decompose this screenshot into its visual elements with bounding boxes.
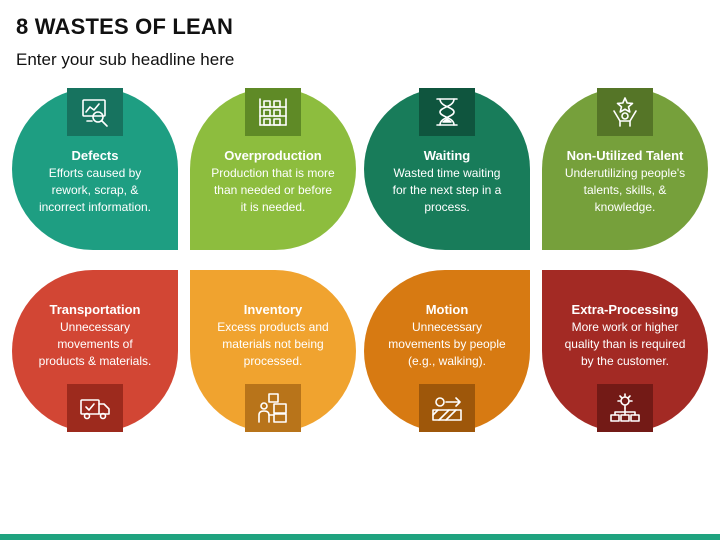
card-description: Underutilizing people's talents, skills,… <box>564 166 686 214</box>
card-title: Waiting <box>423 148 471 163</box>
card-title: Motion <box>425 302 469 317</box>
waste-card-overproduction: Overproduction Production that is more t… <box>190 88 356 250</box>
card-title: Transportation <box>49 302 141 317</box>
page-subtitle: Enter your sub headline here <box>16 50 235 69</box>
card-title: Non-Utilized Talent <box>566 148 684 163</box>
card-description: More work or higher quality than is requ… <box>564 320 686 368</box>
card-description: Wasted time waiting for the next step in… <box>392 166 502 214</box>
inspection-chart-icon <box>67 88 123 136</box>
warehouse-shelves-icon <box>245 88 301 136</box>
card-title: Inventory <box>243 302 303 317</box>
waste-card-transportation: Transportation Unnecessary movements of … <box>12 270 178 432</box>
card-description: Unnecessary movements of products & mate… <box>38 320 152 368</box>
waste-card-inventory: Inventory Excess products and materials … <box>190 270 356 432</box>
star-person-icon <box>597 88 653 136</box>
card-title: Extra-Processing <box>571 302 679 317</box>
waste-card-waiting: Waiting Wasted time waiting for the next… <box>364 88 530 250</box>
waste-card-non-utilized-talent: Non-Utilized Talent Underutilizing peopl… <box>542 88 708 250</box>
hourglass-icon <box>419 88 475 136</box>
card-description: Production that is more than needed or b… <box>211 166 335 214</box>
waste-card-motion: Motion Unnecessary movements by people (… <box>364 270 530 432</box>
delivery-truck-icon <box>67 384 123 432</box>
boxes-worker-icon <box>245 384 301 432</box>
motion-arrow-icon <box>419 384 475 432</box>
page-title: 8 WASTES OF LEAN <box>16 14 234 39</box>
card-title: Defects <box>71 148 119 163</box>
card-description: Unnecessary movements by people (e.g., w… <box>388 320 506 368</box>
waste-card-extra-processing: Extra-Processing More work or higher qua… <box>542 270 708 432</box>
card-description: Excess products and materials not being … <box>217 320 329 368</box>
card-title: Overproduction <box>224 148 322 163</box>
card-description: Efforts caused by rework, scrap, & incor… <box>38 166 152 214</box>
process-gear-icon <box>597 384 653 432</box>
waste-card-defects: Defects Efforts caused by rework, scrap,… <box>12 88 178 250</box>
bottom-accent-bar <box>0 534 720 540</box>
